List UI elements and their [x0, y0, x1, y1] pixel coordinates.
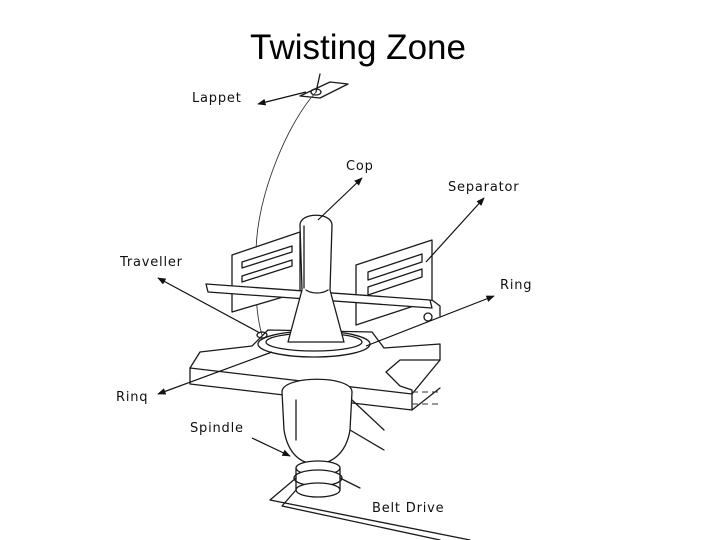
wharve: [293, 460, 343, 498]
lappet-guide: [299, 73, 349, 99]
arrow-cop: [317, 177, 363, 221]
arrow-separator: [425, 197, 485, 263]
label-lappet: Lappet: [192, 91, 242, 106]
arrow-ring-right: [365, 295, 495, 347]
yarn-balloon: [255, 91, 317, 336]
label-ring-left: Rinq: [116, 390, 148, 405]
arrow-lappet: [257, 91, 307, 106]
belt-drive: [269, 477, 471, 540]
label-ring-right: Ring: [500, 278, 532, 293]
label-cop: Cop: [346, 159, 374, 174]
label-traveller: Traveller: [119, 255, 183, 270]
label-spindle: Spindle: [190, 421, 244, 436]
label-separator: Separator: [448, 180, 519, 195]
spindle: [281, 378, 385, 465]
label-belt-drive: Belt Drive: [372, 501, 444, 516]
arrow-traveller: [157, 277, 261, 334]
slide-title: Twisting Zone: [250, 28, 466, 67]
arrow-ring-left: [157, 351, 273, 395]
cop: [287, 214, 345, 343]
arrow-spindle: [251, 437, 291, 457]
